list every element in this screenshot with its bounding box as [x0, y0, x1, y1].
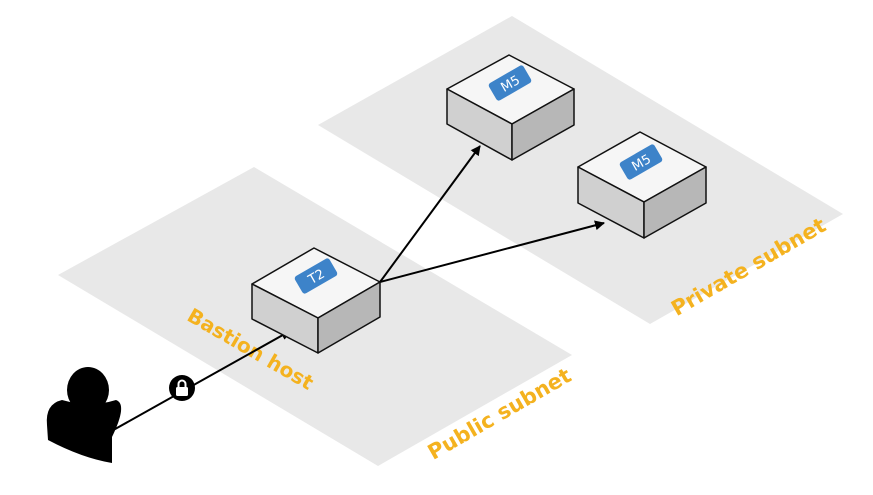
m5-instance-top[interactable]: M5: [446, 54, 575, 161]
instance-type-badge: M5: [488, 65, 532, 101]
bastion-to-m5-top-connection: [379, 145, 481, 283]
user-icon: [46, 367, 122, 463]
t2-badge-text: T2: [305, 267, 327, 289]
lock-icon: [169, 375, 195, 401]
user-to-bastion-connection: [107, 330, 291, 434]
bastion-to-m5-right-connection: [379, 220, 605, 283]
instance-type-badge: M5: [619, 144, 663, 180]
instance-type-badge: T2: [294, 258, 338, 294]
t2-instance[interactable]: T2: [251, 247, 381, 354]
m5-instance-right[interactable]: M5: [577, 131, 707, 239]
